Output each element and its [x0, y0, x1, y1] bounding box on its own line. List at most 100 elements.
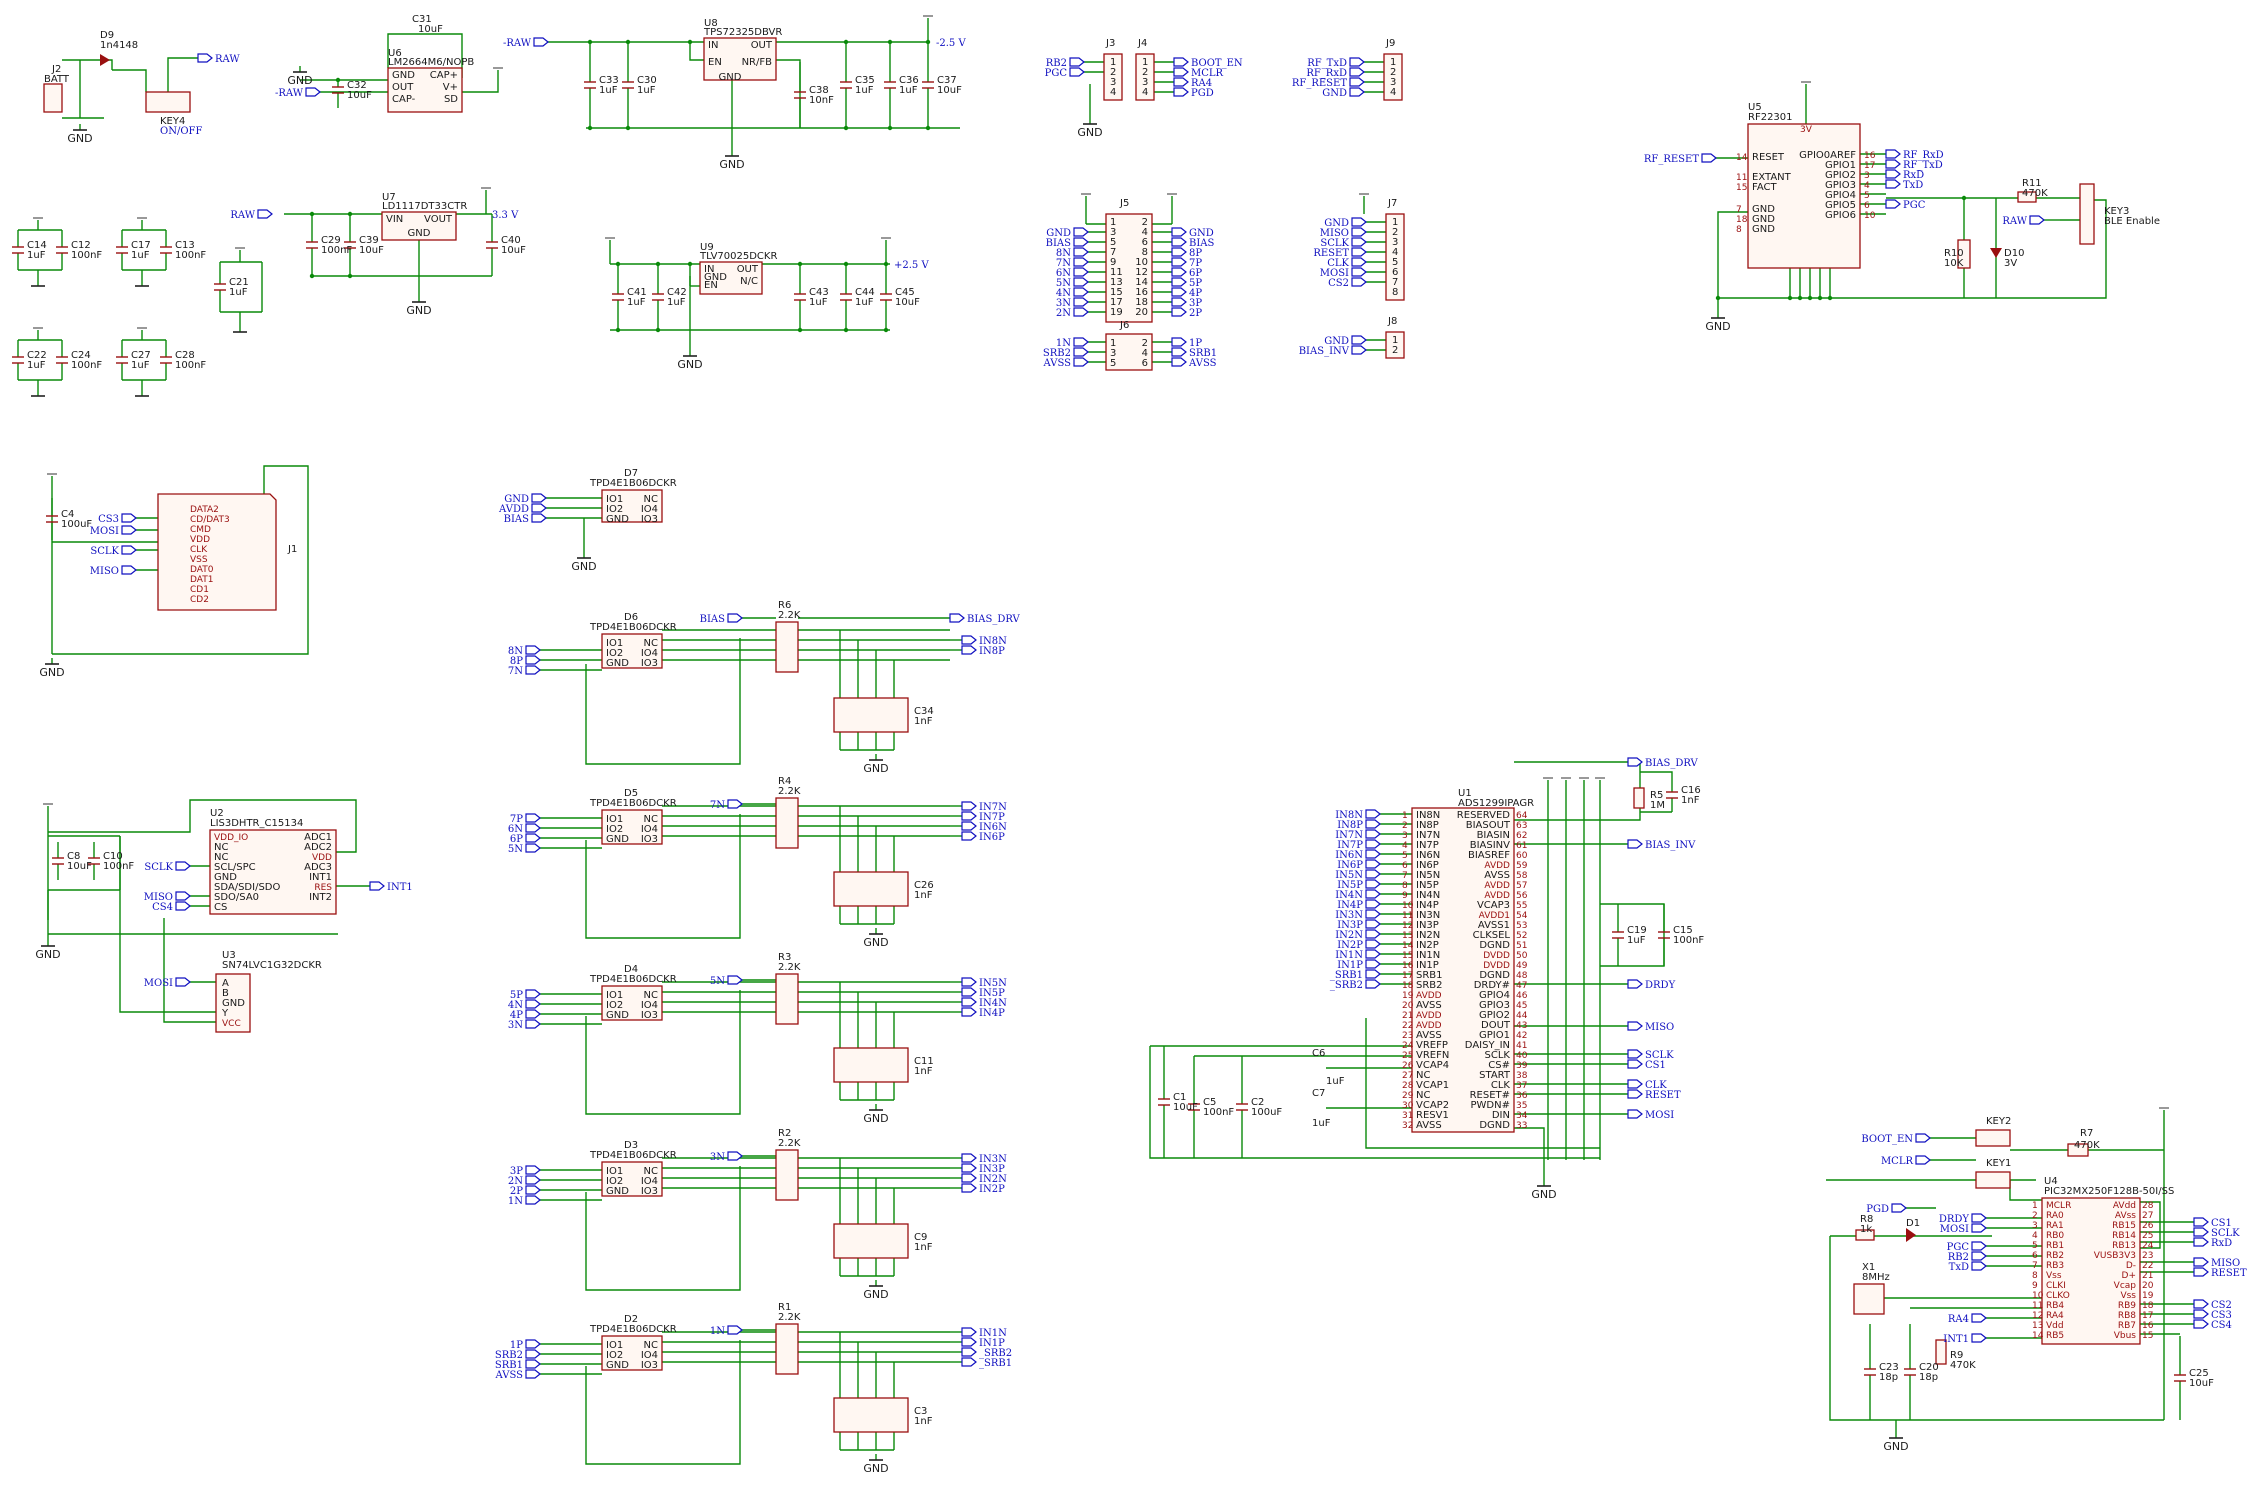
u1-pin-num: 28	[1402, 1081, 1414, 1091]
bias-net-flag	[727, 613, 743, 623]
u5-pin-num: 14	[1736, 153, 1748, 163]
j7-header-pin: 5	[1392, 257, 1398, 268]
ground-label: GND	[35, 948, 60, 961]
u4-value: PIC32MX250F128B-50I/SS	[2044, 1186, 2174, 1197]
j6-left-net: AVSS	[1043, 358, 1072, 369]
u5-pin-num: 15	[1736, 183, 1747, 193]
capacitor-value: 100nF	[1203, 1107, 1234, 1118]
j4-header-pin: 1	[1142, 57, 1148, 68]
esd-in-net-flag	[525, 645, 541, 655]
capacitor-value: 10nF	[809, 95, 834, 106]
j8-header-pin: 1	[1392, 335, 1398, 346]
u1-pin: DAISY_IN	[1465, 1040, 1510, 1051]
r9-value: 470K	[1950, 1360, 1976, 1371]
u7-chip-pin: VIN	[386, 214, 403, 225]
u5-net-flag	[1885, 159, 1901, 169]
esd-in-net: 7P	[510, 814, 523, 825]
capacitor-value: 10uF	[2189, 1378, 2214, 1389]
j9-header-net: RF_RESET	[1292, 78, 1347, 89]
u4-pin-num: 6	[2032, 1251, 2038, 1261]
c31-ref: C31	[412, 14, 432, 25]
esd-out-net: IN5N	[979, 978, 1007, 989]
capacitor-array-ref: C3	[914, 1406, 927, 1417]
esd-out-net: _SRB2	[979, 1348, 1012, 1359]
capacitor-ref: C30	[637, 75, 657, 86]
u7-chip	[381, 211, 457, 241]
sd-pin: VSS	[190, 555, 208, 565]
u4-pin-num: 1	[2032, 1201, 2038, 1211]
capacitor-value: 1uF	[27, 250, 46, 261]
wire	[585, 1166, 741, 1291]
u1-pin-num: 51	[1516, 941, 1527, 951]
u1-pin-num: 17	[1402, 971, 1413, 981]
u9-chip-pin: N/C	[740, 276, 758, 287]
u5-net: TxD	[1903, 180, 1923, 191]
j4-header	[1135, 53, 1155, 101]
raw-net-flag	[2029, 215, 2045, 225]
capacitor-ref: C33	[599, 75, 619, 86]
u1-pin-num: 50	[1516, 951, 1528, 961]
capacitor-value: 10uF	[1173, 1102, 1198, 1113]
u1-in-net-flag	[1365, 849, 1381, 859]
ground-label: GND	[39, 666, 64, 679]
u1-pin: AVSS1	[1478, 920, 1510, 931]
esd-ref: D4	[624, 964, 638, 975]
esd-out-net-flag	[961, 801, 977, 811]
esd-in-net-flag	[525, 655, 541, 665]
capacitor-value: 18p	[1879, 1372, 1898, 1383]
j9-header-pin: 1	[1390, 57, 1396, 68]
r7-value: 470K	[2074, 1140, 2100, 1151]
u1-pin: DGND	[1479, 1120, 1510, 1131]
u1-in-net-flag	[1365, 919, 1381, 929]
esd-in-net: AVSS	[495, 1370, 524, 1381]
u1-pin-num: 16	[1402, 961, 1414, 971]
junction	[615, 327, 621, 333]
j6-pin: 5	[1110, 358, 1116, 369]
u1-pin-num: 54	[1516, 911, 1528, 921]
u4-pin-num: 21	[2142, 1271, 2153, 1281]
u9-chip-pin: GND	[704, 272, 727, 283]
esd-pin: IO3	[641, 1010, 658, 1021]
ground-label: GND	[1531, 1188, 1556, 1201]
capacitor-ref: C16	[1681, 785, 1701, 796]
u4-pin-num: 27	[2142, 1211, 2153, 1221]
u1-pin: AVSS	[1416, 1120, 1442, 1131]
d7-pin: IO1	[606, 494, 623, 505]
j8-header-net: BIAS_INV	[1299, 346, 1350, 357]
u1-in-net-flag	[1365, 909, 1381, 919]
j5-right-net: 6P	[1189, 268, 1202, 279]
esd-out-net: IN6N	[979, 822, 1007, 833]
esd-in-net-flag	[525, 813, 541, 823]
diode-d1	[1906, 1228, 1916, 1242]
u1-pin: AVSS	[1416, 1030, 1442, 1041]
u5-pin-num: 11	[1736, 173, 1747, 183]
esd-out-net-flag	[961, 1357, 977, 1367]
esd-out-net: IN8P	[979, 646, 1005, 657]
u4-out-net: MISO	[2211, 1258, 2240, 1269]
capacitor-array	[833, 1047, 909, 1083]
u5-pin-num: 17	[1864, 161, 1875, 171]
capacitor-array-ref: C34	[914, 706, 934, 717]
u1-pin: VCAP3	[1477, 900, 1510, 911]
wire	[1514, 1127, 1545, 1180]
junction	[1961, 195, 1967, 201]
u4-pin-num: 26	[2142, 1221, 2154, 1231]
capacitor-value: 1uF	[809, 297, 828, 308]
j5-pin: 18	[1135, 297, 1148, 308]
capacitor-value: 10uF	[359, 245, 384, 256]
u8-chip-ref: U8	[704, 18, 718, 29]
u1-pin-num: 61	[1516, 841, 1527, 851]
d7-pin: IO2	[606, 504, 623, 515]
j3-header-net-flag	[1069, 57, 1085, 67]
esd-pin: IO4	[641, 824, 658, 835]
u1-pin: AVSS	[1484, 870, 1510, 881]
capacitor-value: 100nF	[103, 861, 134, 872]
j3-header	[1103, 53, 1123, 101]
esd-pin: GND	[606, 834, 629, 845]
sd-pin: CMD	[190, 525, 211, 535]
j5-left-net-flag	[1073, 247, 1089, 257]
esd-tap-net-flag	[727, 1325, 743, 1335]
junction	[347, 211, 353, 217]
sd-net: MOSI	[90, 526, 119, 537]
u4-out-net: SCLK	[2211, 1228, 2240, 1239]
